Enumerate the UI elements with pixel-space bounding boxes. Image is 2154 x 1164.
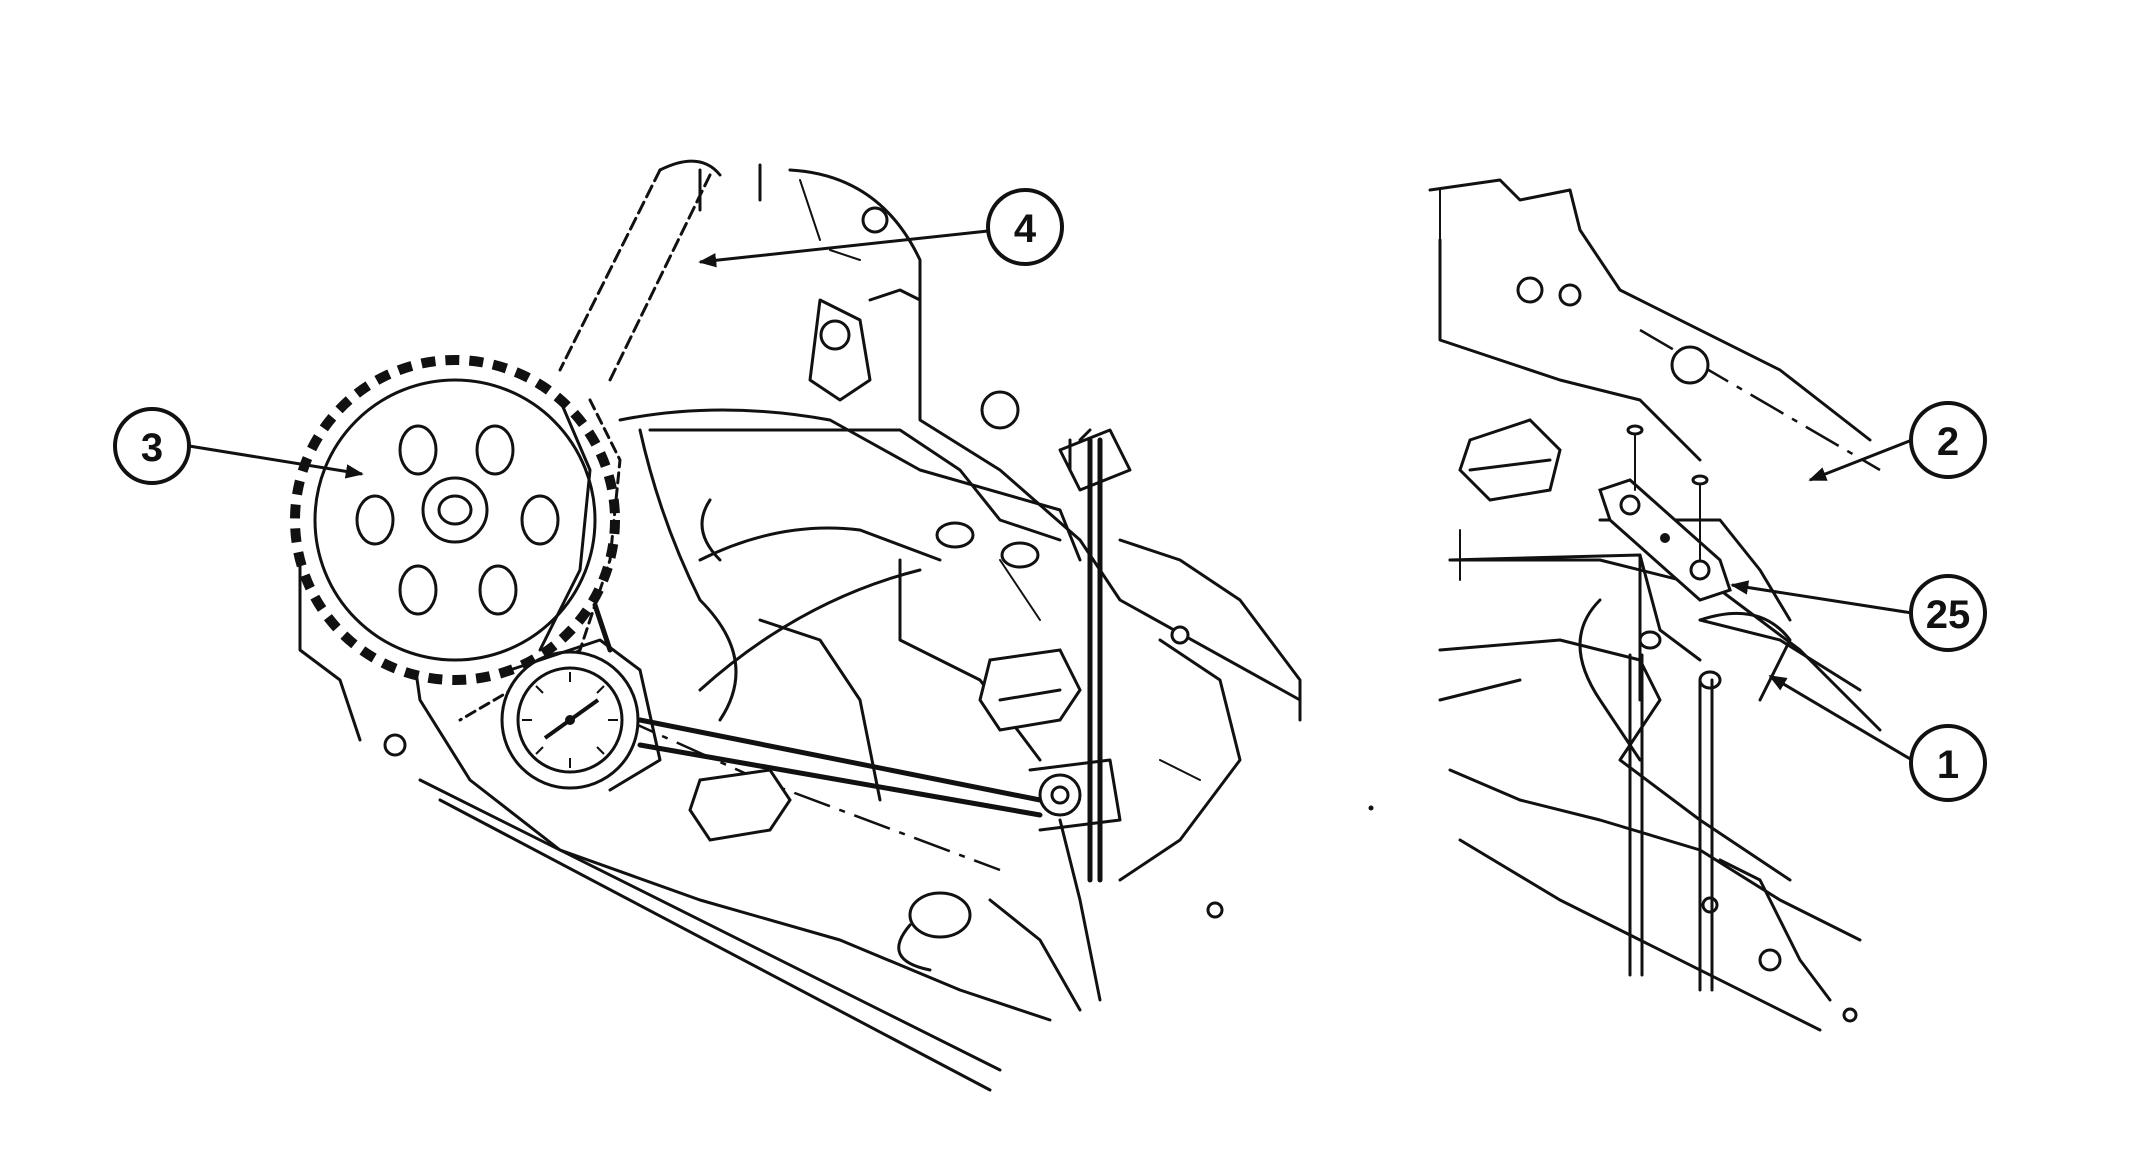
svg-text:3: 3 [141,426,163,470]
shim-plate [1598,478,1732,602]
dial-indicator [500,602,1122,832]
svg-text:25: 25 [1926,593,1971,637]
callout-2: 2 [1808,401,1987,482]
callout-1: 1 [1768,674,1987,802]
bolt-left-upper [978,648,1082,732]
svg-text:2: 2 [1937,420,1959,464]
bolt-bottom [897,891,972,972]
callout-4: 4 [698,188,1064,268]
svg-text:1: 1 [1937,743,1959,787]
callout-3: 3 [113,407,364,485]
guide-studs [1626,424,1714,992]
callout-25: 25 [1730,574,1987,652]
left-view-engine-block [290,159,1302,1092]
bolt-right [1458,418,1562,502]
right-view-engine-block [1368,178,1882,1032]
sprocket-gear [290,355,620,685]
bolt-left-lower [688,768,792,842]
svg-text:4: 4 [1014,207,1037,251]
bearing-cap [1448,553,1792,702]
